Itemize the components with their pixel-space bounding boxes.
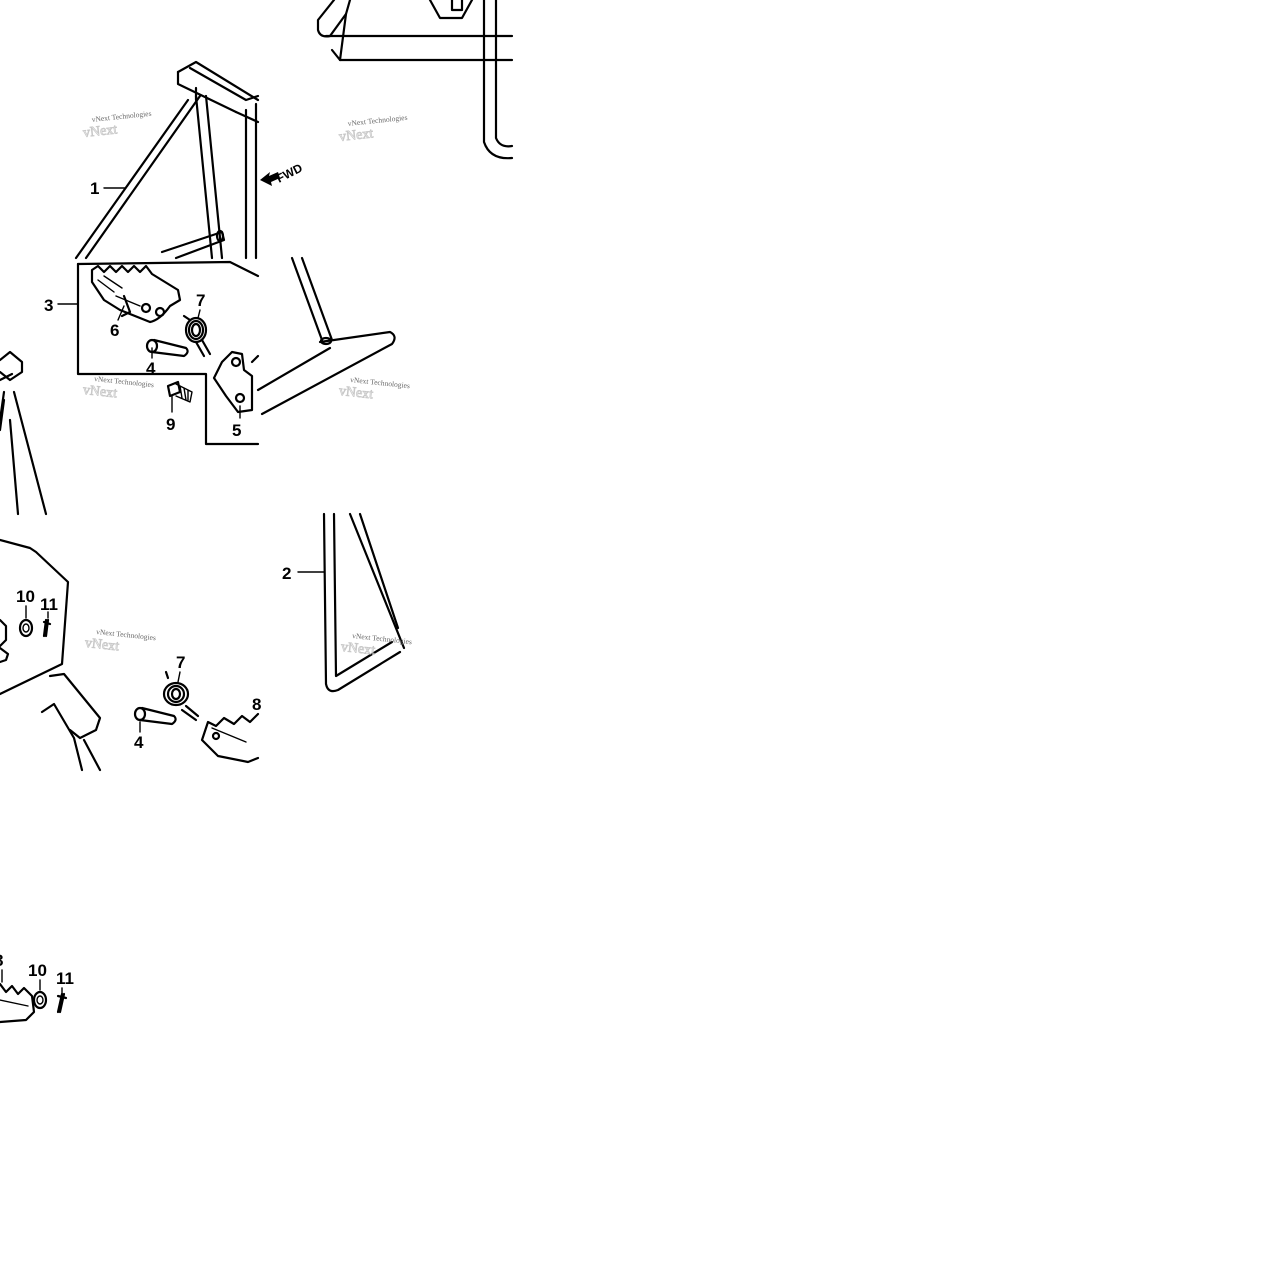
callout-4: 4 — [146, 347, 156, 378]
svg-text:vNext: vNext — [82, 122, 118, 141]
svg-text:10: 10 — [28, 961, 47, 980]
step-plate-lower-drawing — [200, 712, 260, 764]
step-plate-bottom-drawing — [0, 982, 36, 1024]
callout-4-lower: 4 — [134, 721, 144, 752]
watermark-2: vNext vNext Technologies — [338, 113, 408, 146]
svg-text:11: 11 — [40, 595, 58, 614]
callout-11-bottom: 11 — [56, 969, 74, 995]
arrow-left-icon — [260, 172, 280, 186]
stand-base-drawing — [316, 0, 514, 160]
step-assembly-box-lower — [0, 538, 70, 696]
cotter-pin-bottom-drawing — [56, 992, 68, 1014]
svg-text:11: 11 — [56, 969, 74, 988]
pin-lower-drawing — [133, 706, 177, 726]
spring-drawing — [182, 314, 212, 358]
callout-7-lower: 7 — [176, 653, 185, 683]
svg-text:vNext: vNext — [338, 384, 374, 403]
svg-text:9: 9 — [166, 415, 175, 434]
svg-text:8: 8 — [252, 695, 261, 714]
svg-text:4: 4 — [134, 733, 144, 752]
svg-text:7: 7 — [196, 291, 205, 310]
svg-text:vNext: vNext — [340, 640, 376, 659]
svg-text:10: 10 — [16, 587, 35, 606]
callout-7: 7 — [196, 291, 205, 319]
svg-text:3: 3 — [44, 296, 53, 315]
spring-lower-drawing — [162, 670, 200, 722]
stand-leg-lower-drawing — [40, 672, 102, 772]
svg-text:4: 4 — [146, 359, 156, 378]
svg-text:vNext: vNext — [338, 126, 374, 145]
cotter-pin-drawing — [42, 618, 52, 638]
svg-text:vNext: vNext — [84, 636, 120, 655]
svg-text:1: 1 — [90, 179, 99, 198]
callout-8-bottom: 8 — [0, 951, 3, 983]
callout-10-bottom: 10 — [28, 961, 47, 991]
callout-10-lower: 10 — [16, 587, 35, 619]
svg-text:8: 8 — [0, 951, 3, 970]
forward-label: FWD — [274, 161, 305, 186]
callout-1: 1 — [90, 179, 127, 198]
callout-9: 9 — [166, 395, 175, 434]
callout-11-lower: 11 — [40, 595, 58, 619]
svg-text:6: 6 — [110, 321, 119, 340]
svg-text:2: 2 — [282, 564, 291, 583]
callout-8-lower: 8 — [252, 695, 261, 714]
step-plate-drawing — [90, 264, 182, 324]
svg-text:7: 7 — [176, 653, 185, 672]
stand-leg-item2-drawing — [322, 512, 406, 693]
washer-bottom-drawing — [32, 990, 48, 1010]
stand-frame-drawing — [74, 60, 260, 260]
stand-edge-drawing — [0, 350, 48, 516]
forward-direction-arrow: FWD — [260, 161, 305, 186]
bolt-drawing — [166, 380, 193, 403]
callout-3: 3 — [44, 296, 79, 315]
watermark-5: vNext vNext Technologies — [84, 627, 157, 655]
stand-foot-drawing — [256, 256, 396, 416]
callout-2: 2 — [282, 564, 325, 583]
watermark-4: vNext vNext Technologies — [338, 375, 411, 403]
step-assembly-box — [76, 260, 260, 446]
watermark-3: vNext vNext Technologies — [82, 374, 155, 402]
callout-6: 6 — [110, 305, 125, 340]
svg-text:vNext Technologies: vNext Technologies — [347, 113, 408, 128]
bracket-drawing — [212, 350, 260, 414]
svg-text:vNext: vNext — [82, 383, 118, 402]
svg-text:5: 5 — [232, 421, 241, 440]
callout-5: 5 — [232, 405, 241, 440]
watermark-1: vNext vNext Technologies — [82, 109, 152, 142]
washer-drawing — [0, 618, 34, 664]
pin-drawing — [145, 338, 189, 358]
svg-text:vNext Technologies: vNext Technologies — [91, 109, 152, 124]
watermark-6: vNext vNext Technologies — [340, 631, 413, 659]
